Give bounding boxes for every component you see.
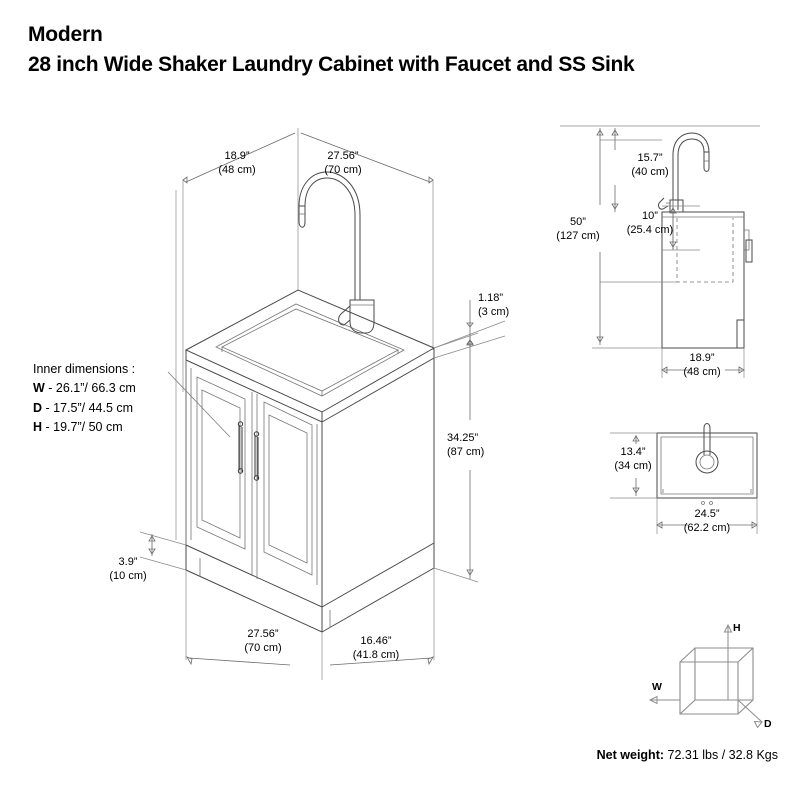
dim-cabinet-height: 34.25” (87 cm) [447,432,485,458]
dim-main-depth-bottom: 16.46” (41.8 cm) [352,635,400,661]
sink-top-view [610,423,758,534]
dim-countertop-thickness: 1.18” (3 cm) [478,292,510,318]
inner-dimension-key-d: D [33,400,43,415]
dim-spout-reach: 10” (25.4 cm) [626,210,674,236]
cube-axis-label-width: W [652,681,662,693]
dim-sink-width: 24.5” (62.2 cm) [683,508,731,534]
inner-dimension-row-h: H - 19.7”/ 50 cm [33,418,136,437]
dim-side-depth: 18.9” (48 cm) [683,352,721,378]
inner-dimension-key-w: W [33,381,45,396]
page-title: 28 inch Wide Shaker Laundry Cabinet with… [28,53,635,77]
dim-main-width-top: 27.56” (70 cm) [324,150,362,176]
dim-main-depth-top: 18.9” (48 cm) [218,150,256,176]
inner-dimension-key-h: H [33,420,43,435]
inner-dimension-value-h: - 19.7”/ 50 cm [45,420,123,435]
dim-main-width-bottom: 27.56” (70 cm) [244,628,282,654]
net-weight-label: Net weight: [596,748,665,762]
inner-dimension-row-d: D - 17.5”/ 44.5 cm [33,399,136,418]
inner-dimension-value-w: - 26.1”/ 66.3 cm [48,381,136,396]
brand-name: Modern [28,23,103,46]
inner-dimensions-block: Inner dimensions : W - 26.1”/ 66.3 cm D … [33,360,136,438]
net-weight-block: Net weight: 72.31 lbs / 32.8 Kgs [597,748,778,762]
dim-faucet-height: 15.7” (40 cm) [631,152,669,178]
title-block: Modern 28 inch Wide Shaker Laundry Cabin… [28,22,778,79]
dim-sink-depth: 13.4” (34 cm) [614,446,652,472]
cube-axis-label-depth: D [764,718,772,730]
side-profile-view [560,125,760,378]
inner-dimension-value-d: - 17.5”/ 44.5 cm [45,400,134,415]
inner-dimension-row-w: W - 26.1”/ 66.3 cm [33,379,136,398]
dimension-cube-diagram [648,623,764,729]
net-weight-value: 72.31 lbs / 32.8 Kgs [667,748,779,762]
inner-dimensions-heading: Inner dimensions : [33,362,136,376]
main-isometric-view [139,128,506,680]
cube-axis-label-height: H [733,622,741,634]
dim-side-total-height: 50” (127 cm) [556,216,600,242]
dim-toe-kick-height: 3.9” (10 cm) [109,556,147,582]
